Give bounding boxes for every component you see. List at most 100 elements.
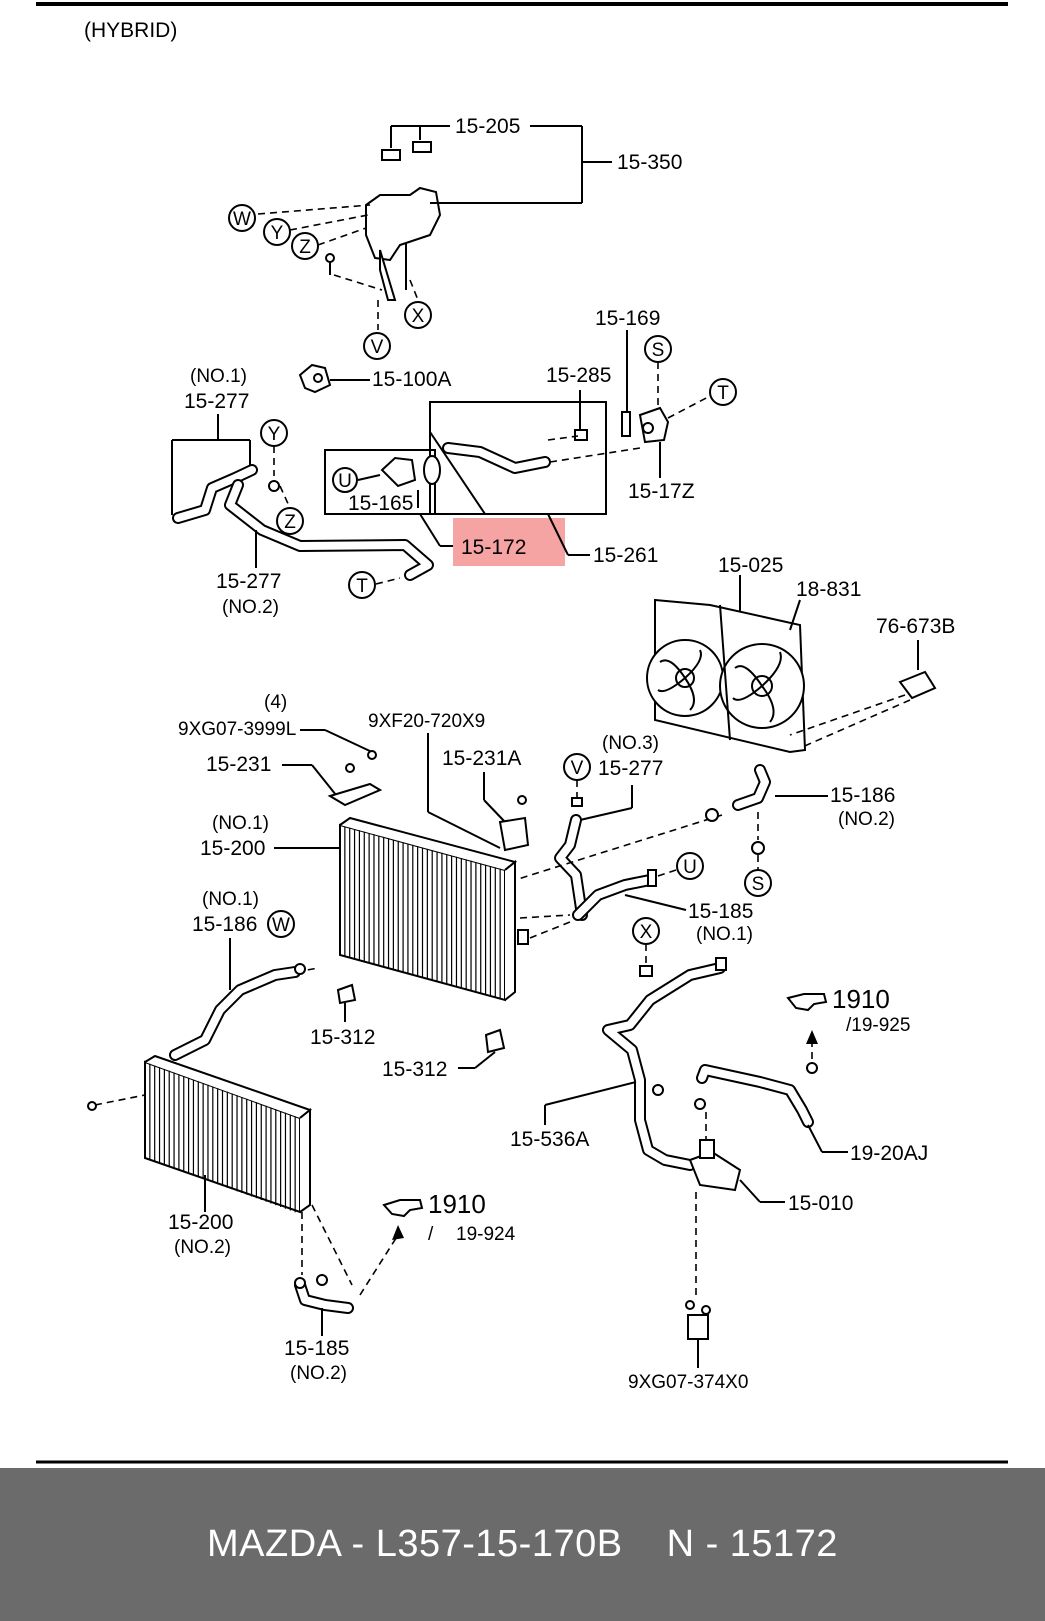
callout-no1-185: (NO.1) <box>696 924 753 945</box>
svg-text:U: U <box>683 857 697 878</box>
callout-15-536A: 15-536A <box>510 1128 589 1151</box>
callout-15-186-no1: 15-186 <box>192 913 257 936</box>
callout-15-200-no2: 15-200 <box>168 1211 233 1234</box>
callout-no2-277: (NO.2) <box>222 597 279 618</box>
callout-15-231: 15-231 <box>206 753 271 776</box>
pipe-15-536A <box>602 957 727 1171</box>
footer-text: MAZDA - L357-15-170B N - 15172 <box>185 1523 860 1566</box>
callout-15-312-b: 15-312 <box>382 1058 447 1081</box>
callout-15-185-no2: 15-185 <box>284 1337 349 1360</box>
callout-15-312-a: 15-312 <box>310 1026 375 1049</box>
callout-15-186-no2: 15-186 <box>830 784 895 807</box>
svg-text:T: T <box>356 576 368 597</box>
callout-15-285: 15-285 <box>546 364 611 387</box>
connector-Y-2: Y <box>260 419 288 447</box>
callout-no2-200: (NO.2) <box>174 1237 231 1258</box>
callout-no3-277: (NO.3) <box>602 733 659 754</box>
outlet-15-17Z <box>638 406 670 444</box>
connector-U-2: U <box>676 852 704 880</box>
ref-slash: / <box>428 1224 434 1245</box>
hose-15-261 <box>442 429 588 474</box>
callout-19-20AJ: 19-20AJ <box>850 1142 928 1165</box>
connector-Z-1: Z <box>291 232 319 260</box>
callout-15-200-no1: 15-200 <box>200 837 265 860</box>
connector-V-1: V <box>363 332 391 360</box>
callout-15-165: 15-165 <box>348 492 413 515</box>
radiator-15-200-no2 <box>144 1054 313 1214</box>
callout-18-831: 18-831 <box>796 578 861 601</box>
svg-text:W: W <box>272 915 290 936</box>
connector-W-1: W <box>228 204 256 232</box>
svg-text:Z: Z <box>284 512 296 533</box>
mount-15-312-a <box>336 983 357 1005</box>
hose-15-277-no2 <box>224 479 434 581</box>
callout-no1-186: (NO.1) <box>202 889 259 910</box>
callout-15-261: 15-261 <box>593 544 658 567</box>
callout-15-350: 15-350 <box>617 151 682 174</box>
connector-X-2: X <box>632 917 660 945</box>
fan-shroud-15-025 <box>646 598 807 754</box>
ref-1910-lower[interactable]: 1910 <box>428 1189 486 1219</box>
highlighted-part-label: 15-172 <box>461 536 526 559</box>
connector-T-2: T <box>348 571 376 599</box>
callout-9XF20-720X9: 9XF20-720X9 <box>368 711 485 732</box>
connector-V-2: V <box>563 753 591 781</box>
connector-T-1: T <box>709 378 737 406</box>
radiator-15-200-no1 <box>339 816 518 1002</box>
svg-text:X: X <box>412 306 425 327</box>
callout-15-277-no2: 15-277 <box>216 570 281 593</box>
svg-text:Y: Y <box>268 424 281 445</box>
sensor-15-100A <box>298 363 332 394</box>
connector-Y-1: Y <box>263 218 291 246</box>
tee-15-010 <box>688 1139 742 1192</box>
hose-19-20AJ <box>696 1064 814 1128</box>
callout-9XG07-3999L: 9XG07-3999L <box>178 719 296 740</box>
connector-W-2: W <box>267 910 295 938</box>
svg-text:S: S <box>752 874 765 895</box>
callout-9XG07-374X0: 9XG07-374X0 <box>628 1372 748 1393</box>
highlight-box <box>453 518 565 566</box>
drain-plug-9XG07-374X0 <box>685 1300 711 1340</box>
variant-label: (HYBRID) <box>84 19 177 42</box>
callout-76-673B: 76-673B <box>876 615 955 638</box>
footer-ref: N - 15172 <box>666 1523 838 1565</box>
connector-S-1: S <box>644 335 672 363</box>
footer-maker-part: MAZDA - L357-15-170B <box>207 1523 623 1565</box>
pointing-hand-icon-2 <box>786 993 828 1012</box>
svg-text:T: T <box>717 383 729 404</box>
callout-15-205: 15-205 <box>455 115 520 138</box>
svg-text:S: S <box>652 340 665 361</box>
hose-15-185-no1 <box>572 869 657 921</box>
callout-15-169: 15-169 <box>595 307 660 330</box>
pointing-hand-icon <box>382 1199 424 1218</box>
callout-no1-277: (NO.1) <box>190 366 247 387</box>
callout-15-277-no1: 15-277 <box>184 390 249 413</box>
footer-banner: MAZDA - L357-15-170B N - 15172 <box>0 1468 1045 1621</box>
hose-15-186-no2 <box>732 764 771 811</box>
ref-19-925[interactable]: /19-925 <box>846 1015 910 1036</box>
svg-text:V: V <box>571 758 584 779</box>
svg-text:U: U <box>338 471 352 492</box>
connector-Z-2: Z <box>276 507 304 535</box>
callout-15-231A: 15-231A <box>442 747 521 770</box>
connector-S-2: S <box>744 869 772 897</box>
callout-no2-185: (NO.2) <box>290 1363 347 1384</box>
svg-text:X: X <box>640 922 653 943</box>
callout-no2-186: (NO.2) <box>838 809 895 830</box>
connector-X-1: X <box>404 301 432 329</box>
ref-19-924[interactable]: 19-924 <box>456 1224 516 1245</box>
hose-15-185-no2 <box>294 1274 354 1314</box>
callout-qty-4: (4) <box>264 692 287 713</box>
hose-15-277-no1 <box>172 464 258 524</box>
callout-15-025: 15-025 <box>718 554 783 577</box>
callout-15-010: 15-010 <box>788 1192 853 1215</box>
callout-no1-200: (NO.1) <box>212 813 269 834</box>
bracket-15-231A <box>498 795 530 852</box>
svg-text:Z: Z <box>299 237 311 258</box>
ref-1910-upper[interactable]: 1910 <box>832 984 890 1014</box>
callout-15-100A: 15-100A <box>372 368 451 391</box>
svg-text:W: W <box>233 209 251 230</box>
bracket-15-231 <box>327 750 383 807</box>
coolant-reservoir <box>365 141 442 301</box>
